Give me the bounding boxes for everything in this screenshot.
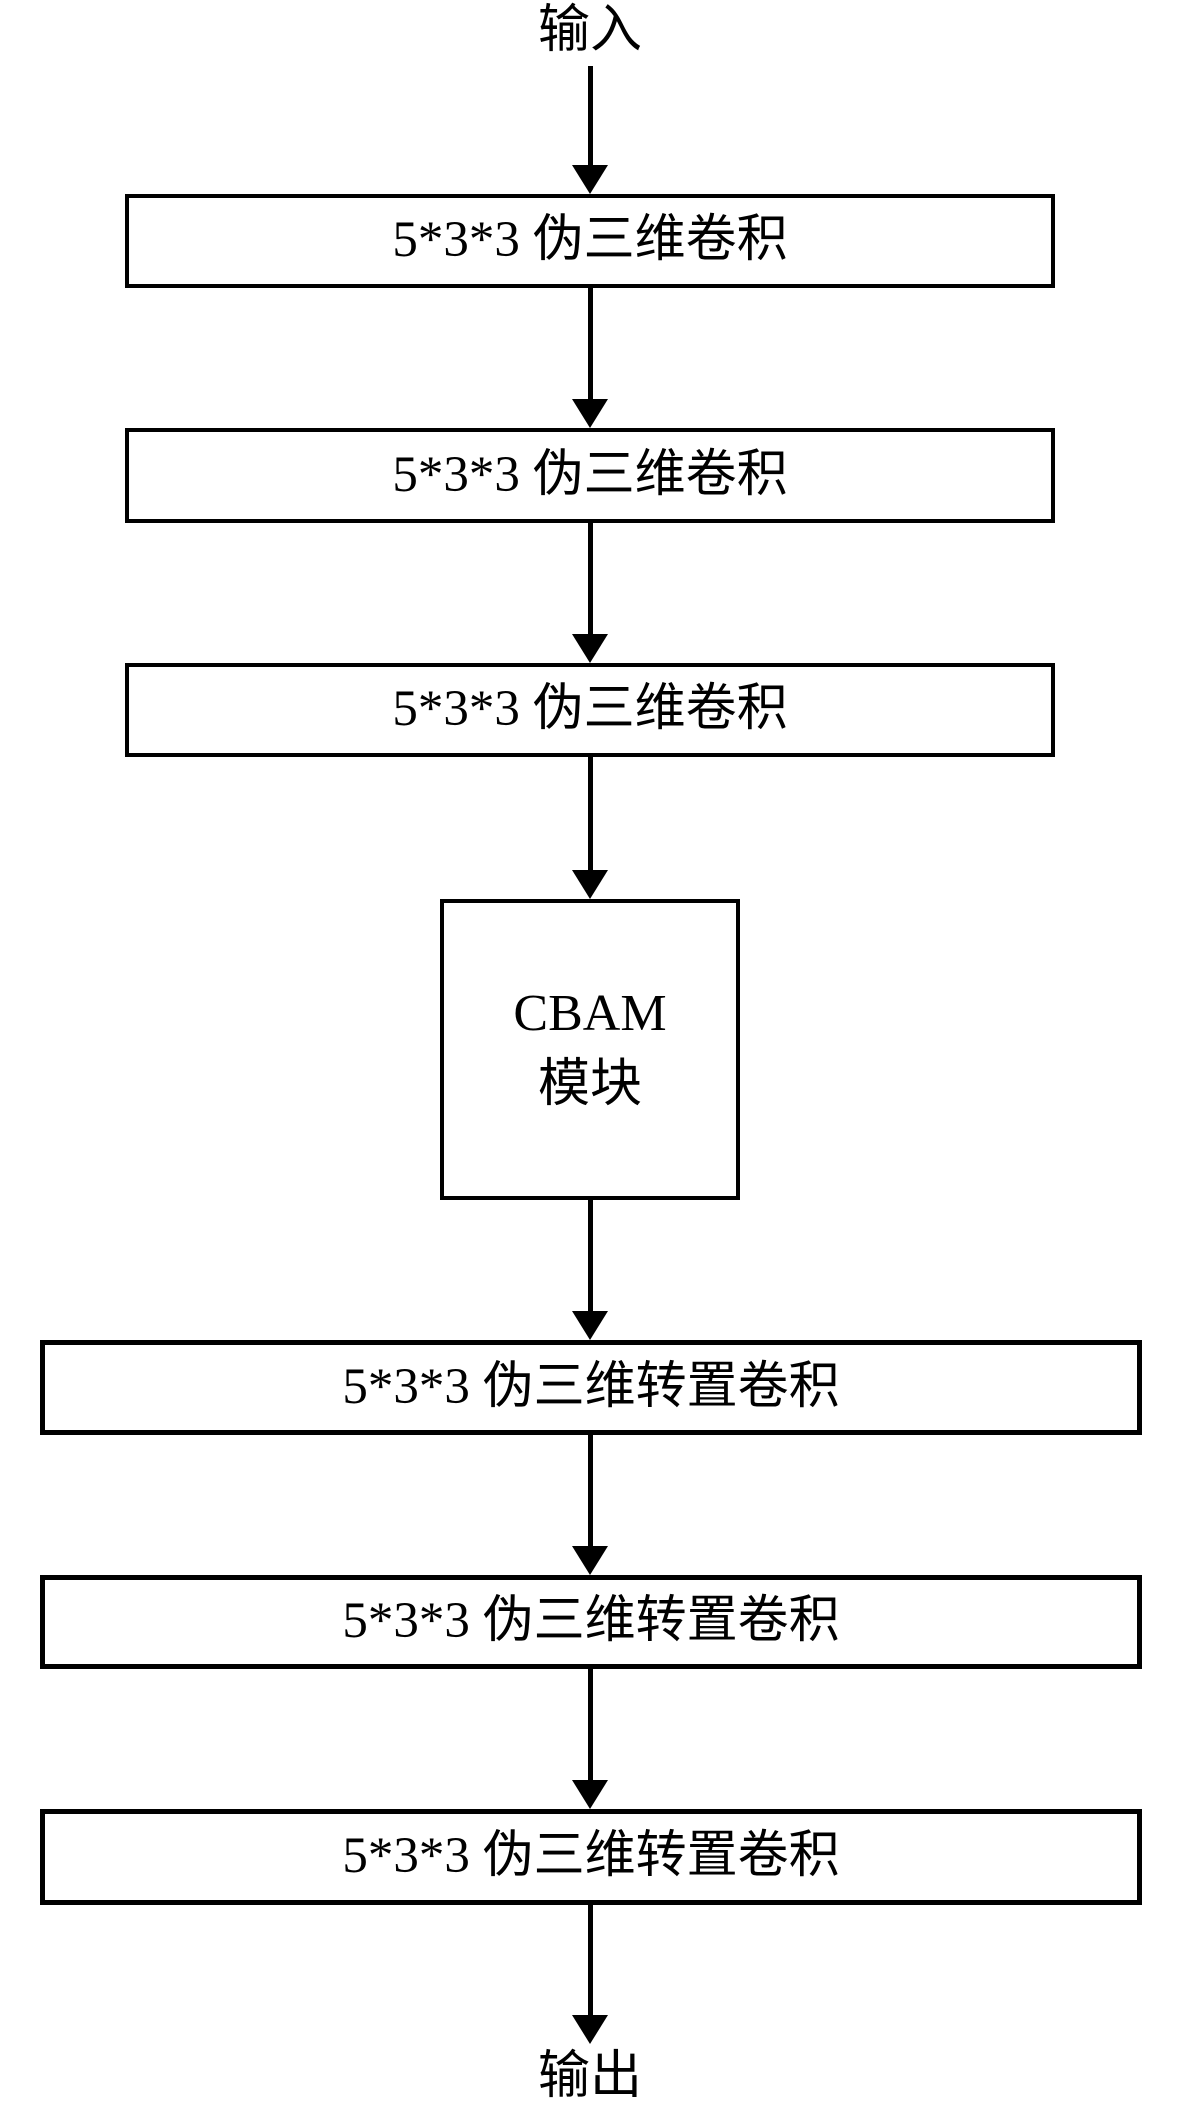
flow-arrow-6 (572, 1435, 608, 1575)
node-conv3-label: 5*3*3 伪三维卷积 (392, 681, 788, 738)
node-conv2-label: 5*3*3 伪三维卷积 (392, 446, 788, 503)
arrow-head-icon (572, 1546, 608, 1575)
node-deconv2-box: 5*3*3 伪三维转置卷积 (40, 1575, 1142, 1669)
arrow-stem (587, 757, 593, 870)
arrow-head-icon (572, 870, 608, 899)
node-conv1-label: 5*3*3 伪三维卷积 (392, 212, 788, 269)
flow-arrow-8 (572, 1905, 608, 2044)
arrow-stem (587, 66, 593, 165)
arrow-stem (587, 1669, 593, 1780)
node-deconv1-label: 5*3*3 伪三维转置卷积 (342, 1358, 840, 1415)
flow-arrow-3 (572, 523, 608, 663)
arrow-head-icon (572, 2015, 608, 2044)
node-cbam-label-line2: 模块 (537, 1055, 642, 1113)
input-label: 输入 (537, 2, 643, 59)
arrow-stem (587, 1435, 593, 1546)
node-cbam-box: CBAM 模块 (440, 899, 740, 1200)
node-deconv3-box: 5*3*3 伪三维转置卷积 (40, 1809, 1142, 1905)
flow-arrow-2 (572, 288, 608, 428)
flow-arrow-4 (572, 757, 608, 899)
node-conv1-box: 5*3*3 伪三维卷积 (125, 194, 1055, 288)
node-deconv3-label: 5*3*3 伪三维转置卷积 (342, 1828, 840, 1885)
arrow-stem (587, 1905, 593, 2015)
flow-arrow-1 (572, 66, 608, 194)
flow-arrow-5 (572, 1200, 608, 1340)
arrow-head-icon (572, 1311, 608, 1340)
arrow-stem (587, 288, 593, 399)
node-conv2-box: 5*3*3 伪三维卷积 (125, 428, 1055, 523)
arrow-stem (587, 1200, 593, 1311)
arrow-stem (587, 523, 593, 634)
flow-arrow-7 (572, 1669, 608, 1809)
arrow-head-icon (572, 1780, 608, 1809)
node-conv3-box: 5*3*3 伪三维卷积 (125, 663, 1055, 757)
node-deconv1-box: 5*3*3 伪三维转置卷积 (40, 1340, 1142, 1435)
arrow-head-icon (572, 634, 608, 663)
node-cbam-label-line1: CBAM (513, 985, 667, 1043)
arrow-head-icon (572, 165, 608, 194)
node-deconv2-label: 5*3*3 伪三维转置卷积 (342, 1593, 840, 1650)
arrow-head-icon (572, 399, 608, 428)
output-label: 输出 (537, 2048, 643, 2105)
